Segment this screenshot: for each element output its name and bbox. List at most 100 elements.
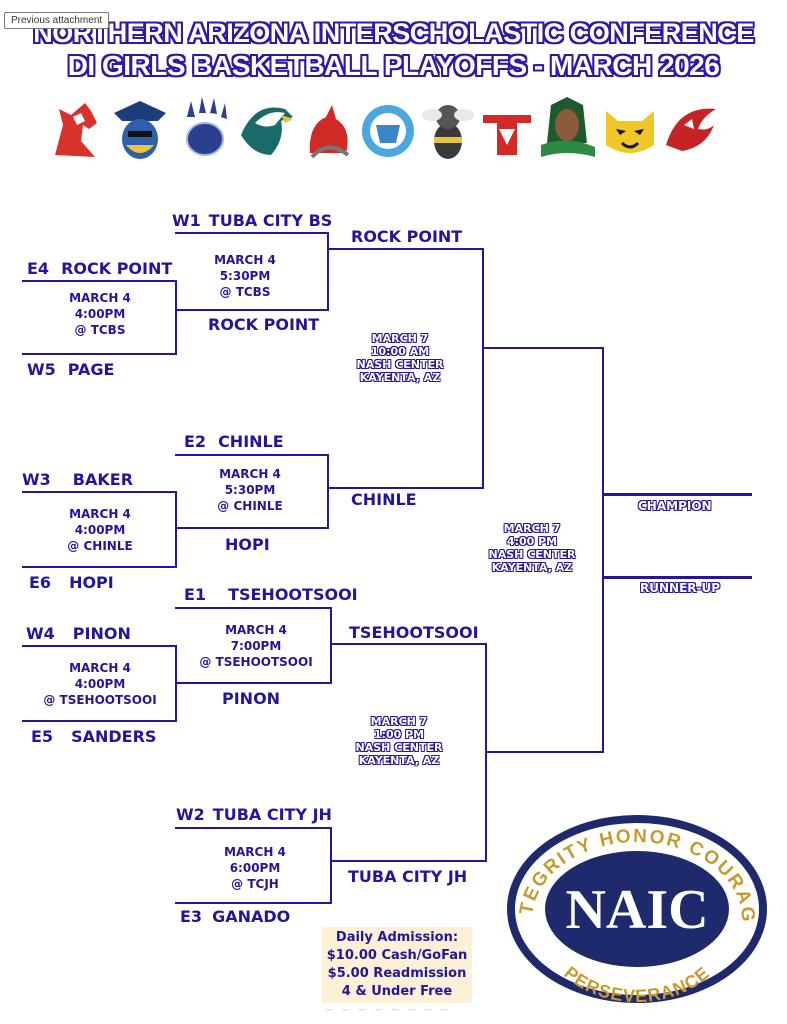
runner-up-label: RUNNER-UP: [640, 581, 721, 595]
team-w4: W4 PINON: [26, 624, 131, 643]
team-name: BAKER: [72, 470, 134, 489]
semi-city: KAYENTA, AZ: [359, 371, 441, 384]
game-time: 5:30PM: [224, 483, 276, 497]
game-time: 7:00PM: [230, 639, 282, 653]
game-time: 6:00PM: [229, 861, 281, 875]
faint-footer-marks: — — — — — — — —: [325, 1005, 452, 1014]
seed-label: E6: [29, 573, 52, 592]
game-site: @ TCJH: [231, 877, 279, 891]
champion-label: CHAMPION: [638, 499, 712, 513]
seed-label: W5: [27, 360, 56, 379]
seed-label: E5: [31, 727, 54, 746]
eagle-logo-icon: [241, 107, 293, 155]
final-date: MARCH 7: [503, 522, 561, 535]
winner-g3: HOPI: [225, 535, 270, 554]
redtail-logo-icon: [666, 108, 716, 151]
team-e1: E1 TSEHOOTSOOI: [184, 585, 358, 604]
semi-time: 10:00 AM: [370, 345, 430, 358]
bear-paw-logo-icon: [186, 97, 227, 156]
team-w1: W1 TUBA CITY BS: [172, 211, 332, 230]
seed-label: E4: [27, 259, 50, 278]
team-name: TUBA CITY BS: [208, 211, 333, 230]
game-info-g1: MARCH 4 4:00PM @ TCBS: [50, 290, 150, 338]
warrior-logo-icon: [362, 105, 414, 157]
game-date: MARCH 4: [225, 623, 287, 637]
team-name: GANADO: [212, 907, 291, 926]
game-site: @ TSEHOOTSOOI: [199, 655, 313, 669]
title-line-2: DI GIRLS BASKETBALL PLAYOFFS - MARCH 202…: [67, 50, 720, 81]
final-info: MARCH 7 4:00 PM NASH CENTER KAYENTA, AZ: [482, 522, 582, 574]
team-name: SANDERS: [71, 727, 157, 746]
title-line-1: NORTHERN ARIZONA INTERSCHOLASTIC CONFERE…: [33, 18, 754, 48]
thunderbird-logo-icon: [483, 115, 531, 155]
team-e5: E5 SANDERS: [31, 727, 156, 746]
bee-logo-icon: [422, 105, 474, 159]
winner-g7: TUBA CITY JH: [348, 867, 468, 886]
seed-label: E3: [180, 907, 203, 926]
team-name: ROCK POINT: [61, 259, 173, 278]
game-info-g5: MARCH 4 4:00PM @ TSEHOOTSOOI: [38, 660, 162, 708]
naic-logo: INTEGRITY HONOR COURAGE PERSEVERANCE NAI…: [504, 812, 767, 1006]
semi-date: MARCH 7: [370, 715, 428, 728]
game-time: 4:00PM: [74, 523, 126, 537]
final-city: KAYENTA, AZ: [491, 561, 573, 574]
semi-bottom-info: MARCH 7 1:00 PM NASH CENTER KAYENTA, AZ: [349, 715, 449, 767]
game-date: MARCH 4: [69, 507, 131, 521]
final-time: 4:00 PM: [506, 535, 558, 548]
game-info-g2: MARCH 4 5:30PM @ TCBS: [195, 252, 295, 300]
admission-line-2: $10.00 Cash/GoFan: [326, 948, 468, 963]
admission-line-1: Daily Admission:: [335, 930, 459, 945]
team-name: PINON: [72, 624, 131, 643]
team-e2: E2 CHINLE: [184, 432, 284, 451]
game-info-g4: MARCH 4 5:30PM @ CHINLE: [200, 466, 300, 514]
team-name: TUBA CITY JH: [212, 805, 332, 824]
game-time: 4:00PM: [74, 677, 126, 691]
seed-label: W4: [26, 624, 55, 643]
winner-g4: CHINLE: [351, 490, 417, 509]
game-info-g7: MARCH 4 6:00PM @ TCJH: [205, 844, 305, 892]
team-name: TSEHOOTSOOI: [228, 585, 358, 604]
team-e6: E6 HOPI: [29, 573, 114, 592]
team-name: PAGE: [67, 360, 115, 379]
game-date: MARCH 4: [69, 291, 131, 305]
game-time: 4:00PM: [74, 307, 126, 321]
winner-g6: TSEHOOTSOOI: [349, 623, 479, 642]
team-w3: W3 BAKER: [22, 470, 133, 489]
game-site: @ CHINLE: [67, 539, 133, 553]
game-site: @ TSEHOOTSOOI: [43, 693, 157, 707]
game-time: 5:30PM: [219, 269, 271, 283]
admission-box: Daily Admission: $10.00 Cash/GoFan $5.00…: [322, 927, 472, 1003]
wildcat-logo-icon: [606, 111, 654, 153]
semi-date: MARCH 7: [371, 332, 429, 345]
seed-label: W1: [172, 211, 201, 230]
team-name: CHINLE: [218, 432, 284, 451]
school-logos-row: [40, 95, 760, 170]
game-site: @ TCBS: [219, 285, 271, 299]
game-date: MARCH 4: [69, 661, 131, 675]
semi-venue: NASH CENTER: [355, 741, 443, 754]
final-venue: NASH CENTER: [488, 548, 576, 561]
seed-label: E2: [184, 432, 207, 451]
naic-center-text: NAIC: [565, 879, 708, 941]
team-name: HOPI: [69, 573, 114, 592]
seed-label: E1: [184, 585, 207, 604]
mustang-logo-icon: [55, 103, 97, 157]
team-w2: W2 TUBA CITY JH: [176, 805, 332, 824]
team-e4: E4 ROCK POINT: [27, 259, 172, 278]
pirate-logo-icon: [114, 101, 166, 159]
semi-top-info: MARCH 7 10:00 AM NASH CENTER KAYENTA, AZ: [350, 332, 450, 384]
game-site: @ TCBS: [74, 323, 126, 337]
winner-g2: ROCK POINT: [351, 227, 463, 246]
game-info-g3: MARCH 4 4:00PM @ CHINLE: [50, 506, 150, 554]
seed-label: W3: [22, 470, 51, 489]
braves-logo-icon: [541, 97, 595, 157]
semi-venue: NASH CENTER: [356, 358, 444, 371]
semi-city: KAYENTA, AZ: [358, 754, 440, 767]
game-date: MARCH 4: [224, 845, 286, 859]
seed-label: W2: [176, 805, 205, 824]
admission-line-4: 4 & Under Free: [341, 984, 453, 999]
game-info-g6: MARCH 4 7:00PM @ TSEHOOTSOOI: [194, 622, 318, 670]
admission-line-3: $5.00 Readmission: [327, 966, 467, 981]
game-date: MARCH 4: [214, 253, 276, 267]
previous-attachment-button[interactable]: Previous attachment: [4, 12, 110, 29]
